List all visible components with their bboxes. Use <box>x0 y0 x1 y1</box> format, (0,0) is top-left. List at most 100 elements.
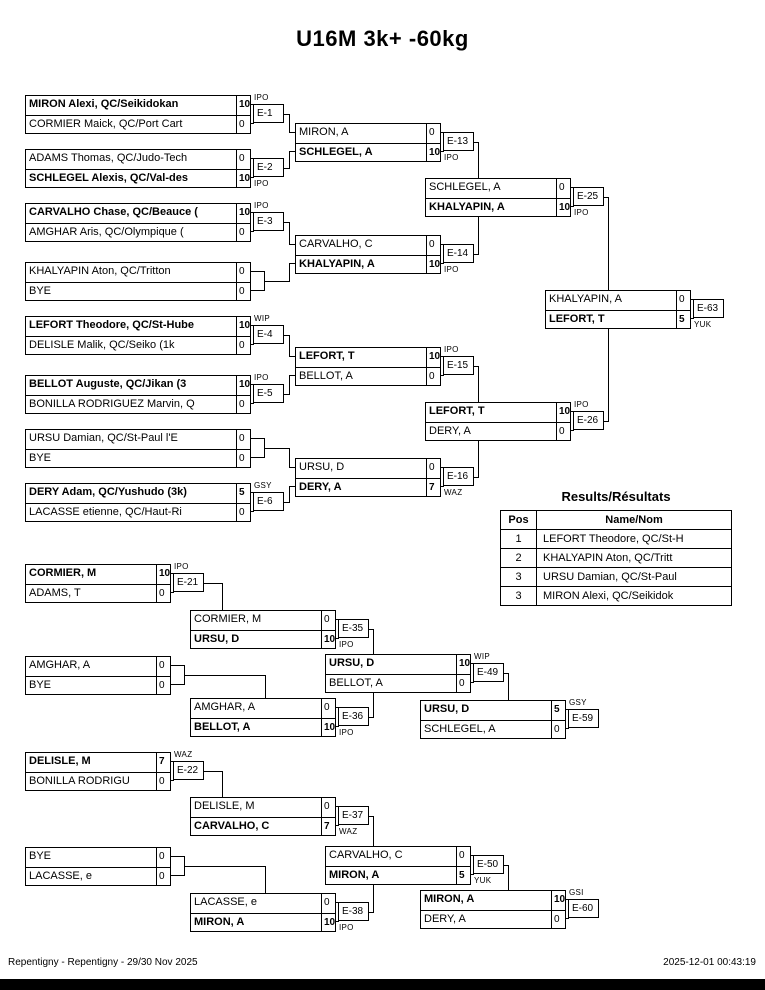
win-code-tag: YUK <box>474 876 492 885</box>
player-score: 5 <box>551 701 565 720</box>
connector-line <box>367 816 374 817</box>
player-score: 0 <box>321 611 335 630</box>
connector-line <box>691 318 694 319</box>
connector-line <box>608 329 609 422</box>
match-code: E-49 <box>473 663 504 682</box>
player-name: SCHLEGEL, A <box>429 181 501 193</box>
connector-line <box>336 638 339 639</box>
connector-line <box>251 290 265 291</box>
win-code-tag: IPO <box>444 345 459 354</box>
result-position: 1 <box>500 529 537 549</box>
player-score: 0 <box>236 396 250 413</box>
connector-line <box>441 263 444 264</box>
connector-line <box>251 511 254 512</box>
connector-line <box>472 477 479 478</box>
player-score: 0 <box>551 721 565 738</box>
player-name: CORMIER, M <box>29 567 97 579</box>
player-score: 0 <box>426 459 440 478</box>
win-code-tag: YUK <box>694 320 712 329</box>
player-name: KHALYAPIN, A <box>549 293 622 305</box>
match-code: E-2 <box>253 158 284 177</box>
player-score: 0 <box>156 773 170 790</box>
match-row: URSU, D 0 <box>296 459 440 478</box>
connector-line <box>602 197 609 198</box>
win-code-tag: WAZ <box>174 750 193 759</box>
player-name: LEFORT Theodore, QC/St-Hube <box>29 319 194 331</box>
player-score: 5 <box>456 867 470 884</box>
connector-line <box>478 366 479 403</box>
connector-line <box>373 885 374 913</box>
player-name: CARVALHO, C <box>194 820 270 832</box>
player-name: MIRON, A <box>194 916 245 928</box>
connector-line <box>171 684 185 685</box>
player-name: BELLOT, A <box>329 677 383 689</box>
connector-line <box>508 865 509 891</box>
match-code: E-21 <box>173 573 204 592</box>
match-code: E-3 <box>253 212 284 231</box>
connector-line <box>265 675 266 699</box>
player-name: SCHLEGEL, A <box>299 146 373 158</box>
player-name: LEFORT, T <box>549 313 605 325</box>
player-score: 10 <box>556 403 570 422</box>
player-name: MIRON, A <box>329 869 380 881</box>
connector-line <box>171 592 174 593</box>
match-code: E-6 <box>253 492 284 511</box>
player-name: DELISLE, M <box>194 800 255 812</box>
player-name: MIRON, A <box>299 126 349 138</box>
connector-line <box>602 421 609 422</box>
connector-line <box>508 673 509 701</box>
connector-line <box>336 806 339 807</box>
connector-line <box>571 187 574 188</box>
connector-line <box>373 693 374 718</box>
match-code: E-4 <box>253 325 284 344</box>
player-name: AMGHAR, A <box>29 659 91 671</box>
result-name: MIRON Alexi, QC/Seikidok <box>536 586 732 606</box>
connector-line <box>441 356 444 357</box>
connector-line <box>441 375 444 376</box>
result-name: KHALYAPIN Aton, QC/Tritt <box>536 548 732 568</box>
match-code: E-63 <box>693 299 724 318</box>
player-score: 0 <box>551 911 565 928</box>
connector-line <box>289 486 296 487</box>
connector-line <box>373 816 374 847</box>
connector-line <box>171 665 185 666</box>
connector-line <box>171 780 174 781</box>
results-row: 1 LEFORT Theodore, QC/St-H <box>500 529 732 549</box>
player-score: 0 <box>236 116 250 133</box>
player-score: 0 <box>426 236 440 255</box>
match-row: DERY Adam, QC/Yushudo (3k)5 <box>26 484 250 503</box>
connector-line <box>289 356 296 357</box>
results-header-pos: Pos <box>500 510 537 530</box>
player-name: BYE <box>29 285 52 297</box>
connector-line <box>441 132 444 133</box>
connector-line <box>336 825 339 826</box>
player-score: 10 <box>236 376 250 395</box>
connector-line <box>367 629 374 630</box>
match-code: E-36 <box>338 707 369 726</box>
results-table: Pos Name/Nom 1 LEFORT Theodore, QC/St-H … <box>500 510 732 606</box>
match-code: E-60 <box>568 899 599 918</box>
player-score: 0 <box>236 283 250 300</box>
player-score: 10 <box>426 144 440 161</box>
connector-line <box>566 709 569 710</box>
player-name: URSU, D <box>299 461 345 473</box>
connector-line <box>289 114 290 133</box>
connector-line <box>336 707 339 708</box>
connector-line <box>336 726 339 727</box>
